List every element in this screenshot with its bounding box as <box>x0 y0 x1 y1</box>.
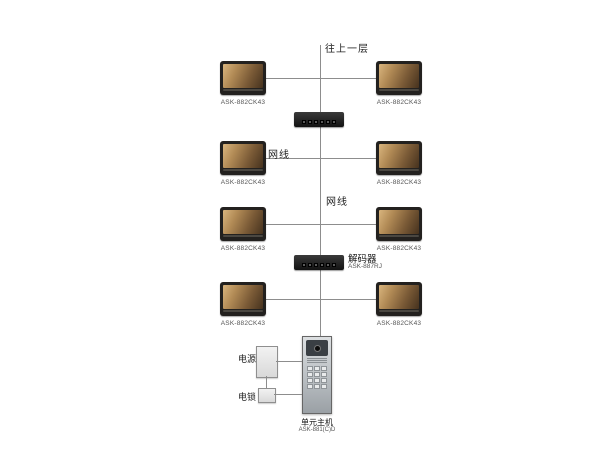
door-speaker-grill <box>307 358 327 364</box>
switch-port <box>332 263 336 267</box>
keypad-key <box>321 372 327 377</box>
monitor-button-bar <box>379 89 419 91</box>
monitor-label: ASK-882CK43 <box>220 179 266 186</box>
lock-wire <box>274 394 302 395</box>
monitor-button-bar <box>379 235 419 237</box>
electric-lock <box>258 388 276 403</box>
indoor-monitor <box>376 282 422 316</box>
door-camera <box>306 340 328 356</box>
monitor-screen <box>379 285 419 309</box>
monitor-button-bar <box>223 235 263 237</box>
monitor-button-bar <box>223 310 263 312</box>
lock-label: 电锁 <box>238 392 257 402</box>
door-keypad <box>307 366 327 389</box>
switch-port <box>308 120 312 124</box>
power-lock-wire <box>266 376 267 388</box>
monitor-screen <box>379 210 419 234</box>
riser-label: 往上一层 <box>325 44 369 55</box>
keypad-key <box>314 366 320 371</box>
switch-port <box>314 120 318 124</box>
indoor-monitor <box>220 282 266 316</box>
keypad-key <box>321 378 327 383</box>
switch-port <box>302 120 306 124</box>
keypad-key <box>314 372 320 377</box>
monitor-screen <box>223 210 263 234</box>
network-switch <box>294 112 344 127</box>
branch-wire <box>321 158 376 159</box>
monitor-label: ASK-882CK43 <box>376 245 422 252</box>
keypad-key <box>307 372 313 377</box>
keypad-key <box>314 384 320 389</box>
indoor-monitor <box>376 61 422 95</box>
decoder-unit <box>294 255 344 270</box>
decoder-title: 解码器 <box>348 254 377 265</box>
branch-wire <box>266 78 320 79</box>
cable-label-left: 网线 <box>268 150 290 161</box>
power-wire <box>276 361 302 362</box>
branch-wire <box>321 224 376 225</box>
monitor-button-bar <box>379 310 419 312</box>
camera-lens-icon <box>313 344 321 352</box>
power-supply <box>256 346 278 378</box>
keypad-key <box>321 366 327 371</box>
monitor-label: ASK-882CK43 <box>220 99 266 106</box>
switch-port <box>308 263 312 267</box>
branch-wire <box>321 299 376 300</box>
indoor-monitor <box>220 61 266 95</box>
switch-port <box>320 120 324 124</box>
switch-port <box>326 263 330 267</box>
keypad-key <box>307 384 313 389</box>
switch-port <box>332 120 336 124</box>
monitor-screen <box>223 64 263 88</box>
monitor-button-bar <box>223 169 263 171</box>
switch-port <box>314 263 318 267</box>
monitor-button-bar <box>223 89 263 91</box>
monitor-screen <box>379 64 419 88</box>
door-station <box>302 336 332 414</box>
indoor-monitor <box>376 207 422 241</box>
monitor-screen <box>379 144 419 168</box>
indoor-monitor <box>220 207 266 241</box>
monitor-label: ASK-882CK43 <box>376 179 422 186</box>
decoder-model: ASK-887RJ <box>348 263 382 270</box>
cable-label-right: 网线 <box>326 197 348 208</box>
door-station-model: ASK-881(C)D <box>298 427 336 433</box>
keypad-key <box>321 384 327 389</box>
keypad-key <box>314 378 320 383</box>
switch-port <box>320 263 324 267</box>
monitor-button-bar <box>379 169 419 171</box>
monitor-label: ASK-882CK43 <box>220 320 266 327</box>
branch-wire <box>266 158 320 159</box>
monitor-label: ASK-882CK43 <box>376 99 422 106</box>
branch-wire <box>266 299 320 300</box>
keypad-key <box>307 378 313 383</box>
indoor-monitor <box>220 141 266 175</box>
monitor-screen <box>223 285 263 309</box>
switch-port <box>302 263 306 267</box>
riser-trunk-wire <box>320 45 321 336</box>
indoor-monitor <box>376 141 422 175</box>
keypad-key <box>307 366 313 371</box>
door-station-title: 单元主机 <box>301 418 333 427</box>
power-label: 电源 <box>238 354 257 364</box>
branch-wire <box>321 78 376 79</box>
branch-wire <box>266 224 320 225</box>
monitor-label: ASK-882CK43 <box>220 245 266 252</box>
monitor-screen <box>223 144 263 168</box>
monitor-label: ASK-882CK43 <box>376 320 422 327</box>
switch-port <box>326 120 330 124</box>
